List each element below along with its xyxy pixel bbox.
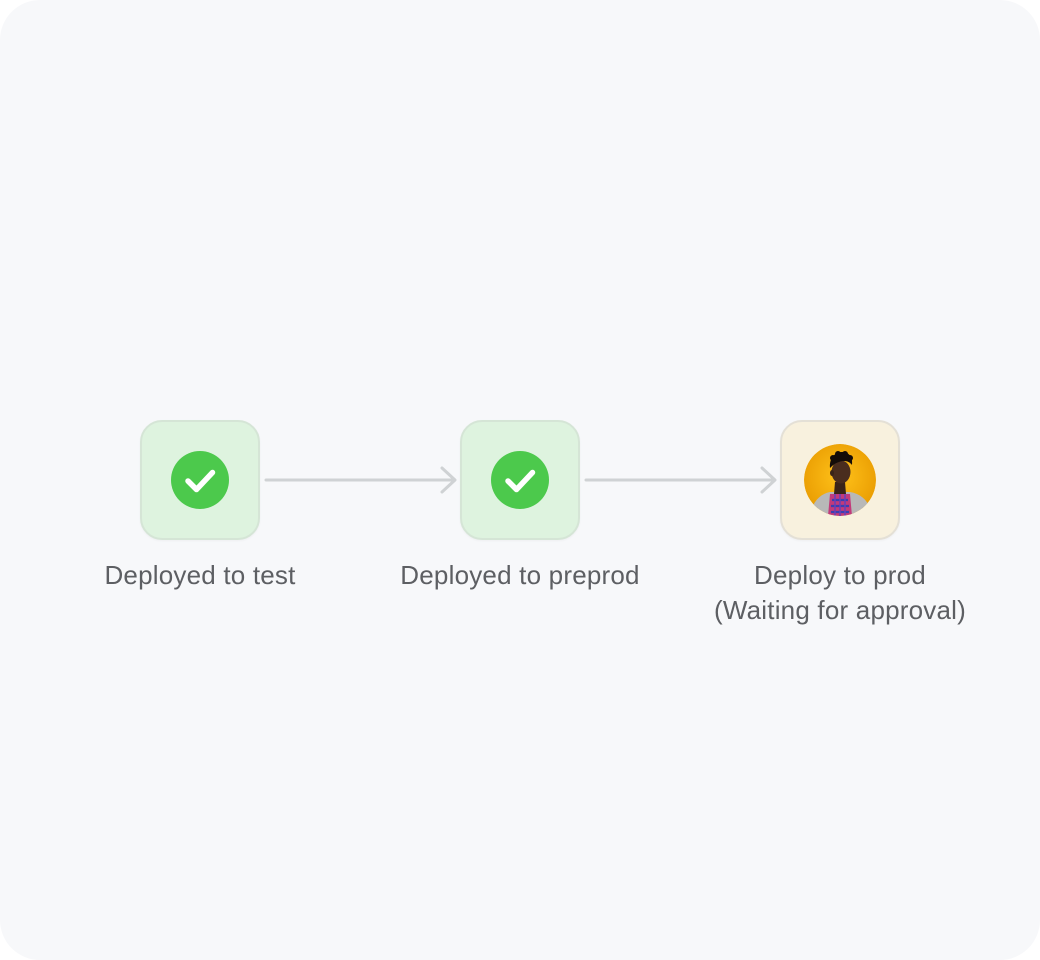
stage-label-prod: Deploy to prod (Waiting for approval) [680, 558, 1000, 628]
stage-deployed-to-test[interactable] [140, 420, 260, 540]
check-circle-icon [171, 451, 229, 509]
arrow-icon [264, 466, 457, 494]
approver-avatar[interactable] [804, 444, 876, 516]
stage-deployed-to-preprod[interactable] [460, 420, 580, 540]
stage-label-preprod: Deployed to preprod [360, 558, 680, 593]
stage-title: Deploy to prod [754, 560, 926, 590]
stage-title: Deployed to preprod [400, 560, 640, 590]
stage-title: Deployed to test [104, 560, 296, 590]
stage-status-text: (Waiting for approval) [714, 595, 966, 625]
arrow-icon [584, 466, 777, 494]
stage-deploy-to-prod[interactable] [780, 420, 900, 540]
stage-label-test: Deployed to test [40, 558, 360, 593]
check-circle-icon [491, 451, 549, 509]
